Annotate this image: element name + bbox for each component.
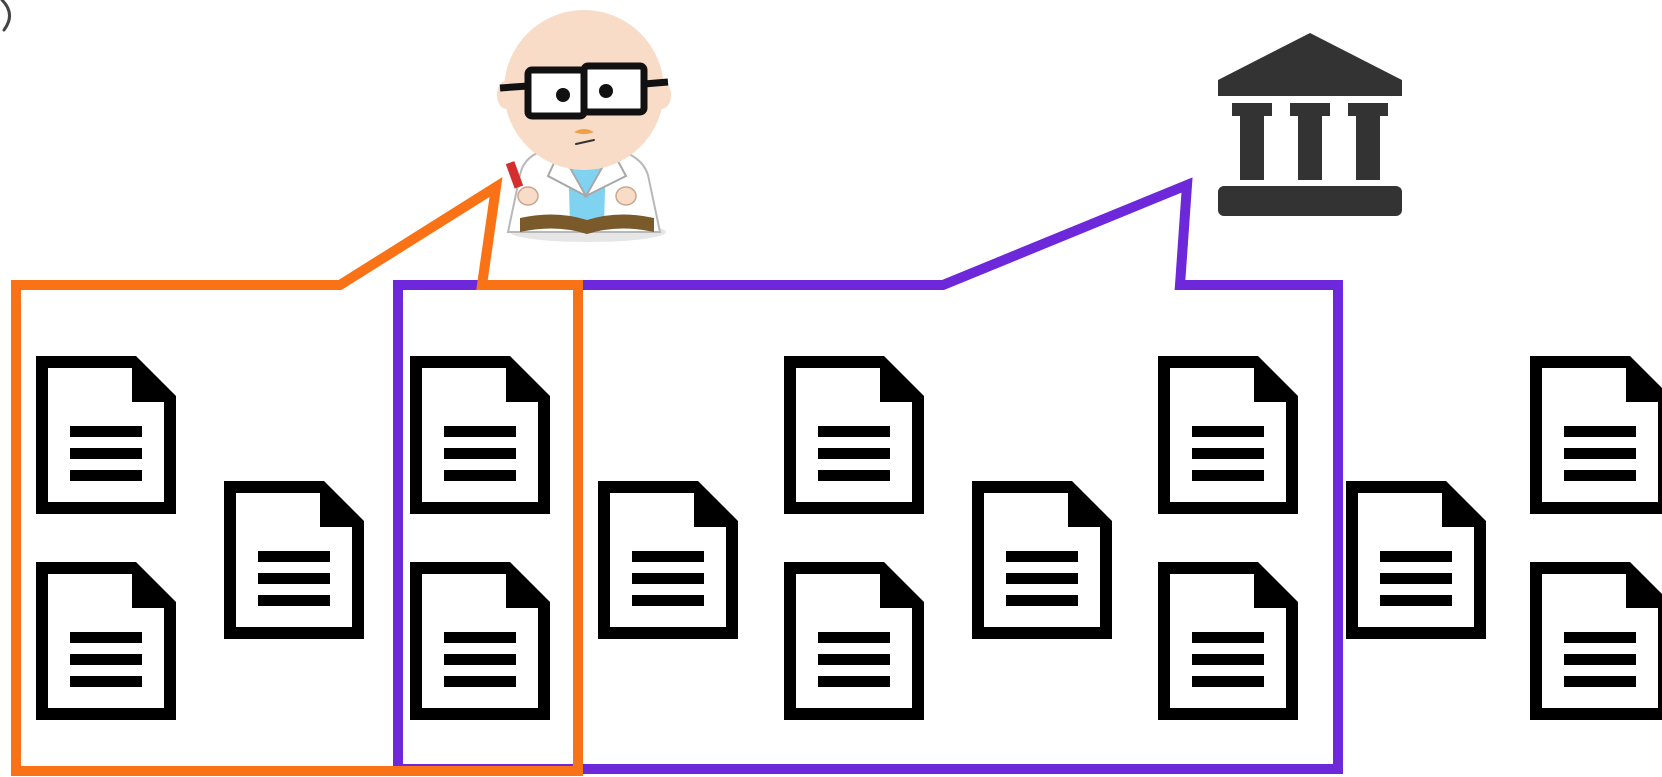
- document-icon: [36, 562, 176, 720]
- document-icon: [224, 481, 364, 639]
- document-icon: [1158, 562, 1298, 720]
- document-icon: [410, 356, 550, 514]
- scientist-with-glasses-icon: [497, 10, 671, 242]
- document-icon: [410, 562, 550, 720]
- document-icon: [1530, 356, 1662, 514]
- document-icon: [36, 356, 176, 514]
- document-icon: [784, 562, 924, 720]
- researcher-callout-outline: [11, 177, 583, 776]
- document-icon: [1158, 356, 1298, 514]
- document-icon: [598, 481, 738, 639]
- documents-group: [36, 356, 1662, 720]
- document-icon: [784, 356, 924, 514]
- document-icon: [1346, 481, 1486, 639]
- institution-building-icon: [1218, 33, 1402, 216]
- document-icon: [1530, 562, 1662, 720]
- stray-mark: [0, 0, 11, 32]
- document-icon: [972, 481, 1112, 639]
